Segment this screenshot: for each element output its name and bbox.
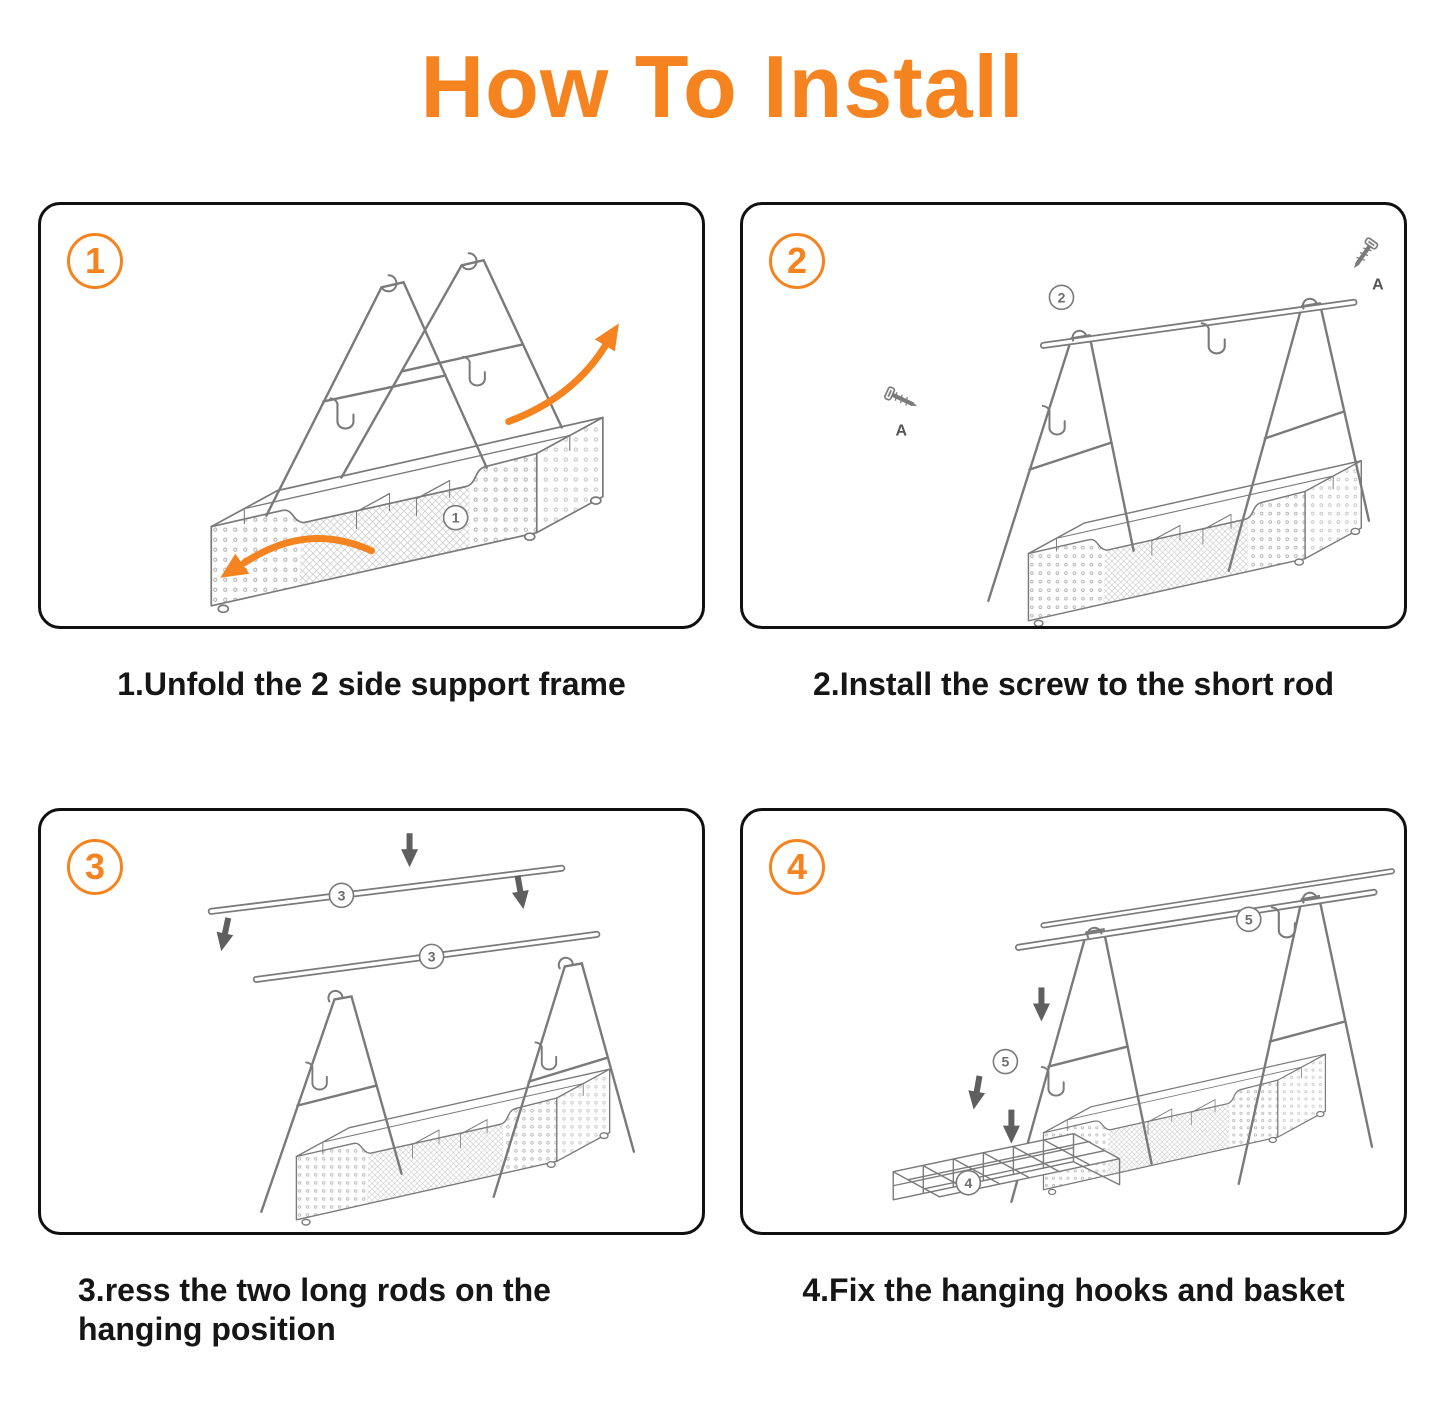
svg-text:5: 5	[1001, 1054, 1009, 1070]
support-frames	[265, 252, 563, 517]
hook-label-left: 5	[992, 1048, 1019, 1075]
long-rod-upper	[207, 864, 566, 915]
step-4-caption: 4.Fix the hanging hooks and basket	[802, 1272, 1345, 1309]
s-hook-icon	[1270, 906, 1296, 939]
step-3-panel: 3	[38, 808, 705, 1236]
part-label-rod: 2	[1048, 284, 1075, 311]
hook-label-right: 5	[1235, 906, 1262, 933]
rod-label-upper: 3	[328, 882, 355, 909]
support-frames	[1010, 894, 1374, 1204]
step-2-illustration: A A 2	[743, 205, 1384, 626]
s-hook-icon	[534, 1041, 558, 1071]
step-1-panel: 1	[38, 202, 705, 629]
screw-icon	[1349, 237, 1379, 272]
s-hook-icon	[329, 397, 355, 430]
unfold-arrow-right-icon	[505, 323, 619, 426]
basket-label: 4	[955, 1169, 982, 1196]
step-1-number-badge: 1	[67, 233, 123, 289]
steps-grid: 1	[38, 202, 1407, 1349]
step-1-caption: 1.Unfold the 2 side support frame	[117, 666, 626, 702]
rod-label-lower: 3	[418, 943, 445, 970]
step-2-number-badge: 2	[769, 233, 825, 289]
step-2: 2	[740, 202, 1407, 704]
step-4-panel: 4	[740, 808, 1407, 1236]
long-rod-back	[1040, 868, 1395, 929]
step-1-illustration: 1	[210, 252, 619, 614]
svg-text:3: 3	[338, 887, 346, 903]
unfold-arrow-left-icon	[220, 534, 376, 578]
screw-label-side: A	[895, 422, 907, 440]
step-2-caption: 2.Install the screw to the short rod	[813, 666, 1334, 702]
page-title: How To Install	[420, 37, 1025, 136]
press-arrow-icon	[213, 916, 237, 953]
svg-text:4: 4	[964, 1175, 972, 1191]
step-1: 1	[38, 202, 705, 704]
svg-text:3: 3	[428, 948, 436, 964]
support-frames	[260, 956, 636, 1214]
step-3: 3	[38, 808, 705, 1349]
step-3-illustration: 3 3	[207, 811, 636, 1226]
svg-text:1: 1	[452, 510, 460, 526]
press-arrow-icon	[509, 874, 532, 910]
s-hook-icon	[461, 355, 486, 387]
press-arrow-icon	[965, 1075, 988, 1111]
long-rod-front	[1014, 888, 1378, 951]
step-4-illustration: 4 5 5	[892, 868, 1395, 1204]
step-number: 2	[786, 240, 808, 281]
apex-hooks	[1071, 297, 1318, 342]
step-3-number-badge: 3	[67, 839, 123, 896]
step-number: 4	[786, 846, 808, 888]
screw-label-top: A	[1372, 275, 1384, 293]
wire-basket	[892, 1132, 1121, 1201]
press-arrow-icon	[1003, 1110, 1020, 1144]
svg-text:2: 2	[1058, 289, 1066, 305]
apex-hooks	[1086, 891, 1318, 939]
step-3-caption: 3.ress the two long rods on the hanging …	[78, 1272, 551, 1348]
press-arrow-icon	[1033, 987, 1050, 1021]
screw-icon	[884, 386, 920, 412]
press-arrow-icon	[401, 833, 418, 867]
step-4: 4	[740, 808, 1407, 1349]
s-hook-icon	[1200, 322, 1226, 355]
part-label-basket: 1	[442, 504, 469, 531]
svg-text:5: 5	[1245, 911, 1253, 927]
short-rod	[1039, 298, 1358, 349]
step-number: 1	[84, 240, 106, 281]
step-number: 3	[84, 846, 106, 888]
step-2-panel: 2	[740, 202, 1407, 629]
step-4-number-badge: 4	[769, 839, 825, 896]
